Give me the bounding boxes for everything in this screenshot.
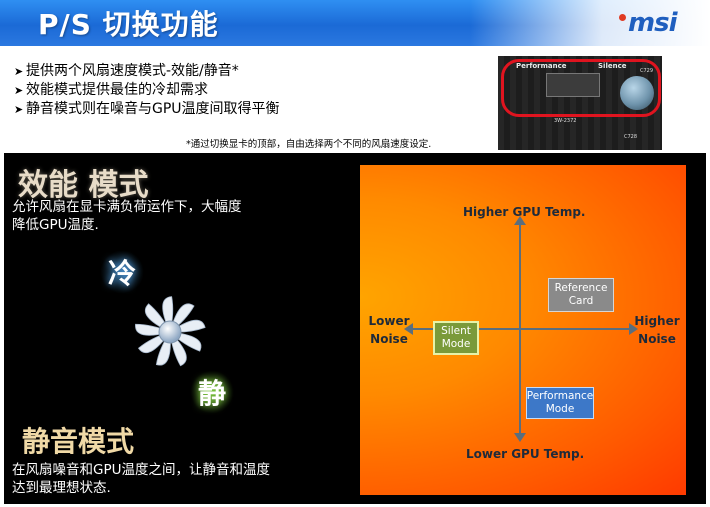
feature-item: ➤静音模式则在噪音与GPU温度间取得平衡 — [14, 100, 280, 119]
axis-label-right: Higher Noise — [634, 312, 680, 348]
photo-tag: 3W-2372 — [554, 118, 577, 124]
arrow-left-icon — [404, 323, 413, 335]
feature-item-text: 提供两个风扇速度模式-效能/静音* — [26, 63, 239, 79]
axis-label-right-line2: Noise — [638, 332, 676, 346]
axis-label-left-line2: Noise — [370, 332, 408, 346]
axis-label-right-line1: Higher — [634, 314, 680, 328]
performance-mode-desc-line1: 允许风扇在显卡满负荷运作下，大幅度 — [12, 199, 242, 215]
title-bar-fade — [470, 0, 710, 46]
silent-mode-line1: Silent — [441, 325, 471, 337]
performance-mode-line1: Performance — [526, 390, 594, 402]
reference-card-box: Reference Card — [548, 278, 614, 312]
photo-tag: C728 — [624, 134, 638, 140]
silent-mode-line2: Mode — [441, 338, 471, 350]
axis-label-top: Higher GPU Temp. — [463, 205, 586, 219]
axis-label-left-line1: Lower — [368, 314, 410, 328]
arrow-bullet-icon: ➤ — [14, 103, 24, 116]
axis-label-left: Lower Noise — [368, 312, 410, 348]
silent-mode-desc-line2: 达到最理想状态. — [12, 480, 111, 496]
quiet-glyph: 静 — [190, 370, 234, 414]
reference-card-line2: Card — [568, 295, 594, 307]
feature-item: ➤效能模式提供最佳的冷却需求 — [14, 81, 280, 100]
feature-item-text: 静音模式则在噪音与GPU温度间取得平衡 — [26, 101, 280, 117]
feature-item-text: 效能模式提供最佳的冷却需求 — [26, 82, 208, 98]
performance-mode-line2: Mode — [545, 403, 575, 415]
photo-label-performance: Performance — [516, 62, 567, 70]
noise-axis — [412, 328, 630, 330]
footnote: *通过切换显卡的顶部，自由选择两个不同的风扇速度设定. — [186, 139, 432, 150]
highlight-ring — [501, 59, 661, 117]
arrow-bullet-icon: ➤ — [14, 65, 24, 78]
silent-mode-box: Silent Mode — [433, 321, 479, 355]
arrow-bullet-icon: ➤ — [14, 84, 24, 97]
arrow-down-icon — [514, 433, 526, 442]
reference-card-line1: Reference — [554, 282, 608, 294]
performance-mode-heading: 效能 模式 — [18, 168, 149, 203]
arrow-right-icon — [629, 323, 638, 335]
silent-mode-heading: 静音模式 — [22, 425, 135, 458]
page-title: P/S 切换功能 — [38, 8, 219, 41]
performance-mode-desc-line2: 降低GPU温度. — [12, 217, 99, 233]
switch-photo: Performance Silence C729 3W-2372 C728 — [498, 56, 662, 150]
fan-mode-switch — [546, 73, 600, 97]
silent-mode-desc-line1: 在风扇噪音和GPU温度之间，让静音和温度 — [12, 462, 270, 478]
axis-label-bottom: Lower GPU Temp. — [466, 447, 585, 461]
feature-list: ➤提供两个风扇速度模式-效能/静音* ➤效能模式提供最佳的冷却需求 ➤静音模式则… — [14, 62, 280, 119]
arrow-up-icon — [514, 216, 526, 225]
logo-dot-icon — [619, 14, 626, 21]
photo-label-silence: Silence — [598, 62, 627, 70]
performance-mode-box: Performance Mode — [526, 387, 594, 419]
cool-glyph: 冷 — [100, 250, 144, 294]
fan-icon — [135, 296, 206, 367]
feature-item: ➤提供两个风扇速度模式-效能/静音* — [14, 62, 280, 81]
msi-logo: msi — [628, 8, 677, 38]
